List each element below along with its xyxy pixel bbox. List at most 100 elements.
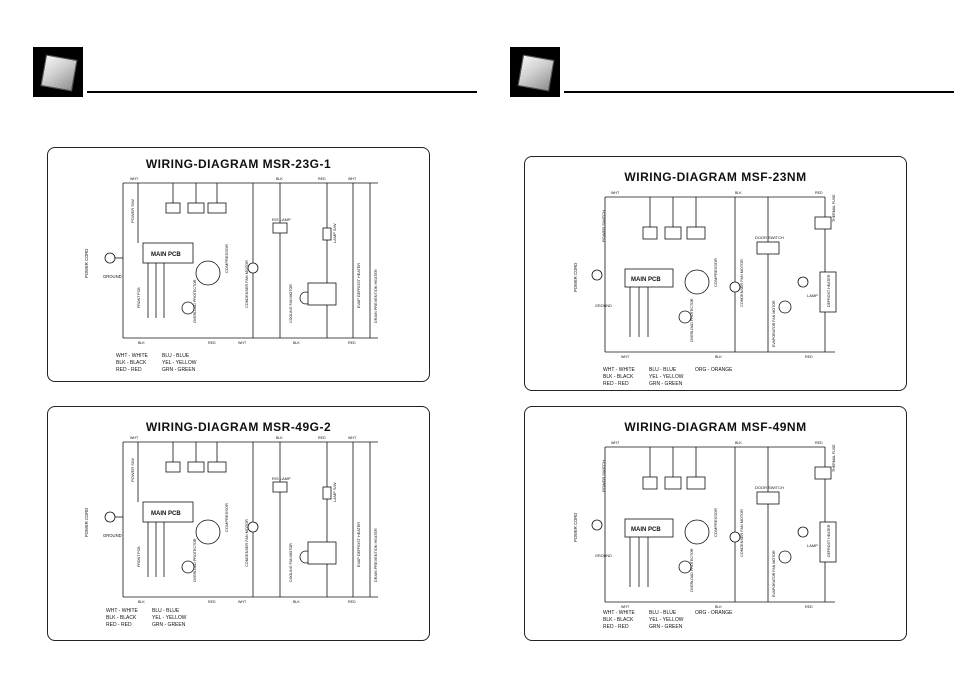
wire-color-tag: WHT bbox=[238, 600, 247, 604]
wire-color-tag: WHT bbox=[621, 355, 630, 359]
overload-label: OVERLOAD PROTECTOR bbox=[690, 548, 694, 592]
wire-color-tag: BLK bbox=[276, 436, 283, 440]
fan-motor-icon bbox=[778, 550, 792, 564]
overload-protector-icon bbox=[181, 560, 195, 574]
door-switch-label: DOOR SWITCH bbox=[755, 485, 784, 490]
relay bbox=[642, 226, 658, 240]
wire-color-tag: WHT bbox=[130, 177, 139, 181]
lamp-label: R/S LAMP bbox=[272, 217, 291, 222]
legend-item: GRN - GREEN bbox=[649, 381, 683, 387]
lamp-icon bbox=[797, 276, 809, 288]
connector bbox=[307, 541, 337, 565]
legend-item: BLU - BLUE bbox=[152, 608, 180, 614]
power-cord-label: POWER CORD bbox=[84, 249, 89, 278]
relay bbox=[664, 226, 682, 240]
thermal-fuse bbox=[814, 466, 832, 480]
lamp-switch bbox=[322, 486, 332, 500]
relay bbox=[165, 202, 181, 214]
wire-color-tag: RED bbox=[208, 341, 216, 345]
wire-color-tag: RED bbox=[208, 600, 216, 604]
legend-item: YEL - YELLOW bbox=[152, 615, 187, 621]
wire-color-tag: BLK bbox=[715, 355, 722, 359]
diagram-title: WIRING-DIAGRAM MSR-23G-1 bbox=[145, 157, 332, 171]
overload-label: OVERLOAD PROTECTOR bbox=[193, 538, 197, 582]
defrost-heater-label: EVAP DEFROST HEATER bbox=[357, 263, 361, 308]
wire-color-tag: WHT bbox=[621, 605, 630, 609]
legend-item: BLK - BLACK bbox=[603, 374, 634, 380]
legend-item: BLU - BLUE bbox=[162, 353, 190, 359]
power-switch-label: POWER SWITCH bbox=[601, 460, 606, 492]
wire-color-tag: RED bbox=[815, 191, 823, 195]
lamp-switch bbox=[272, 222, 288, 234]
legend-item: BLU - BLUE bbox=[649, 367, 677, 373]
wire-color-tag: BLK bbox=[293, 600, 300, 604]
relay bbox=[187, 202, 205, 214]
legend-item: WHT - WHITE bbox=[116, 353, 148, 359]
main-pcb-label: MAIN PCB bbox=[631, 277, 661, 283]
wire-color-tag: RED bbox=[348, 341, 356, 345]
wire-color-tag: RED bbox=[805, 355, 813, 359]
wire-color-tag: RED bbox=[815, 441, 823, 445]
thermal-fuse bbox=[814, 216, 832, 230]
power-cord-icon bbox=[591, 519, 603, 531]
lamp-switch-label: LAMP S/W bbox=[332, 223, 337, 243]
legend-item: BLK - BLACK bbox=[116, 360, 147, 366]
wire-color-tag: RED bbox=[348, 600, 356, 604]
legend-item: ORG - ORANGE bbox=[695, 610, 733, 616]
lamp-switch-label: LAMP S/W bbox=[332, 482, 337, 502]
wire-color-tag: WHT bbox=[611, 191, 620, 195]
ground-label: GROUND bbox=[595, 554, 612, 558]
color-legend: WHT - WHITE BLU - BLUE ORG - ORANGE BLK - B… bbox=[603, 367, 773, 388]
legend-item: WHT - WHITE bbox=[603, 367, 635, 373]
fan-motor-icon bbox=[729, 281, 741, 293]
defrost-heater-label: DEFROST HEATER bbox=[827, 524, 831, 557]
cooling-fan-label: COOLING FAN MOTOR bbox=[289, 284, 293, 323]
main-pcb bbox=[142, 501, 194, 523]
condenser-fan-label: CONDENSER FAN MOTOR bbox=[740, 509, 744, 557]
door-switch-label: DOOR SWITCH bbox=[755, 235, 784, 240]
wire-color-tag: WHT bbox=[348, 177, 357, 181]
power-cord-icon bbox=[104, 511, 116, 523]
condenser-fan-label: CONDENSER FAN MOTOR bbox=[245, 260, 249, 308]
diagram-title: WIRING-DIAGRAM MSR-49G-2 bbox=[145, 420, 332, 434]
legend-item: ORG - ORANGE bbox=[695, 367, 733, 373]
main-pcb-label: MAIN PCB bbox=[151, 511, 181, 517]
legend-item: YEL - YELLOW bbox=[649, 374, 684, 380]
power-cord-label: POWER CORD bbox=[573, 263, 578, 292]
main-pcb-label: MAIN PCB bbox=[151, 252, 181, 258]
capacitor bbox=[207, 202, 227, 214]
legend-item: RED - RED bbox=[106, 622, 132, 628]
wire-label: FRONT PCB bbox=[137, 287, 141, 308]
compressor-label: COMPRESSOR bbox=[224, 503, 229, 532]
wire-color-tag: RED bbox=[805, 605, 813, 609]
lamp-label: R/S LAMP bbox=[272, 476, 291, 481]
legend-item: GRN - GREEN bbox=[152, 622, 186, 628]
compressor-icon bbox=[684, 519, 710, 545]
fan-motor-icon bbox=[247, 521, 259, 533]
legend-item: RED - RED bbox=[116, 367, 142, 373]
power-cord-icon bbox=[104, 252, 116, 264]
evaporator-fan-label: EVAPORATOR FAN MOTOR bbox=[772, 550, 776, 597]
relay bbox=[642, 476, 658, 490]
legend-item: BLK - BLACK bbox=[106, 615, 137, 621]
left-page-header-icon bbox=[33, 47, 83, 97]
fan-motor-icon bbox=[778, 300, 792, 314]
door-switch bbox=[756, 491, 780, 505]
drain-heater-label: DRAIN PREVENTION HEATER bbox=[374, 269, 378, 323]
evaporator-fan-label: EVAPORATOR FAN MOTOR bbox=[772, 300, 776, 347]
legend-item: WHT - WHITE bbox=[603, 610, 635, 616]
wire-color-tag: BLK bbox=[293, 341, 300, 345]
condenser-fan-label: CONDENSER FAN MOTOR bbox=[740, 259, 744, 307]
wire-color-tag: WHT bbox=[611, 441, 620, 445]
diagram-title: WIRING-DIAGRAM MSF-49NM bbox=[624, 420, 807, 434]
relay bbox=[664, 476, 682, 490]
defrost-heater bbox=[819, 271, 837, 313]
ground-label: GROUND bbox=[595, 304, 612, 308]
